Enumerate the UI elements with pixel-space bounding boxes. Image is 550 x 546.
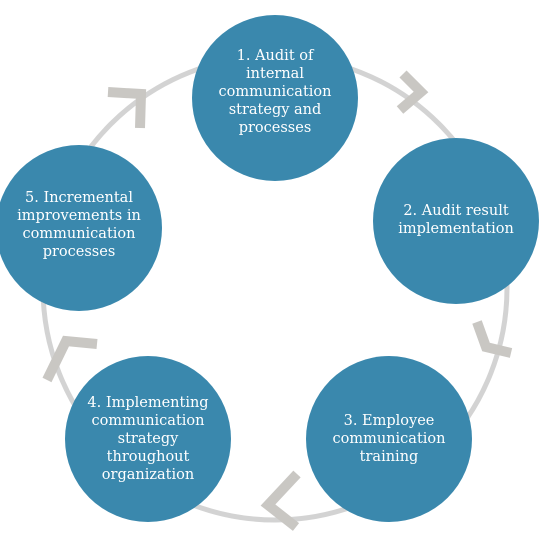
step-4-label: 4. Implementing communication strategy t… — [87, 395, 209, 483]
step-4-circle — [65, 356, 231, 522]
arrow-1-to-2-icon — [396, 70, 429, 114]
step-3-label: 3. Employee communication training — [332, 413, 446, 465]
arrow-3-to-4-icon — [260, 470, 301, 531]
arrow-5-to-1-icon — [107, 87, 147, 129]
step-3-circle — [306, 356, 472, 522]
step-2-label: 2. Audit result implementation — [398, 203, 514, 237]
step-2-circle — [373, 138, 539, 304]
step-5-label: 5. Incremental improvements in communica… — [17, 190, 141, 260]
step-5-circle — [0, 145, 162, 311]
arrow-4-to-5-icon — [42, 335, 98, 383]
arrow-2-to-3-icon — [472, 320, 513, 358]
step-1-circle — [192, 15, 358, 181]
step-1-label: 1. Audit of internal communication strat… — [218, 48, 332, 136]
